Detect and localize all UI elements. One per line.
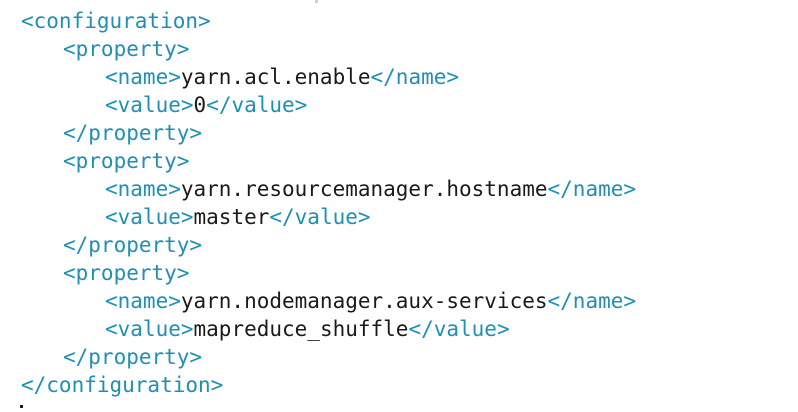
xml-close-tag: </name> [370, 65, 460, 89]
xml-open-tag: <value> [105, 317, 194, 341]
xml-open-tag: </property> [63, 345, 203, 369]
xml-close-tag: </name> [547, 177, 637, 201]
code-line: <property> [0, 35, 798, 63]
corner-mark [315, 0, 318, 3]
xml-open-tag: </property> [63, 121, 203, 145]
xml-open-tag: </configuration> [21, 373, 224, 397]
xml-text: yarn.acl.enable [180, 65, 371, 89]
xml-open-tag: </property> [63, 233, 203, 257]
code-line: </configuration> [0, 371, 798, 399]
code-line: <value>master</value> [0, 203, 798, 231]
xml-close-tag: </name> [547, 289, 637, 313]
code-line: </property> [0, 119, 798, 147]
xml-text: master [193, 205, 270, 229]
xml-text: yarn.resourcemanager.hostname [180, 177, 548, 201]
xml-text: yarn.nodemanager.aux-services [180, 289, 548, 313]
xml-close-tag: </value> [408, 317, 510, 341]
xml-open-tag: <property> [63, 261, 190, 285]
code-line: <value>mapreduce_shuffle</value> [0, 315, 798, 343]
xml-close-tag: </value> [269, 205, 371, 229]
xml-text: 0 [193, 93, 207, 117]
code-line: <name>yarn.nodemanager.aux-services</nam… [0, 287, 798, 315]
xml-text: mapreduce_shuffle [193, 317, 409, 341]
xml-open-tag: <property> [63, 37, 190, 61]
xml-open-tag: <configuration> [21, 9, 211, 33]
code-line: <property> [0, 147, 798, 175]
xml-open-tag: <name> [105, 65, 181, 89]
xml-open-tag: <name> [105, 177, 181, 201]
xml-open-tag: <property> [63, 149, 190, 173]
code-line: <value>0</value> [0, 91, 798, 119]
code-line: </property> [0, 343, 798, 371]
cursor-mark [20, 405, 23, 408]
code-line: <property> [0, 259, 798, 287]
code-line: </property> [0, 231, 798, 259]
xml-open-tag: <name> [105, 289, 181, 313]
code-line: <configuration> [0, 7, 798, 35]
code-line: <name>yarn.resourcemanager.hostname</nam… [0, 175, 798, 203]
xml-close-tag: </value> [206, 93, 308, 117]
xml-open-tag: <value> [105, 205, 194, 229]
code-line: <name>yarn.acl.enable</name> [0, 63, 798, 91]
xml-open-tag: <value> [105, 93, 194, 117]
